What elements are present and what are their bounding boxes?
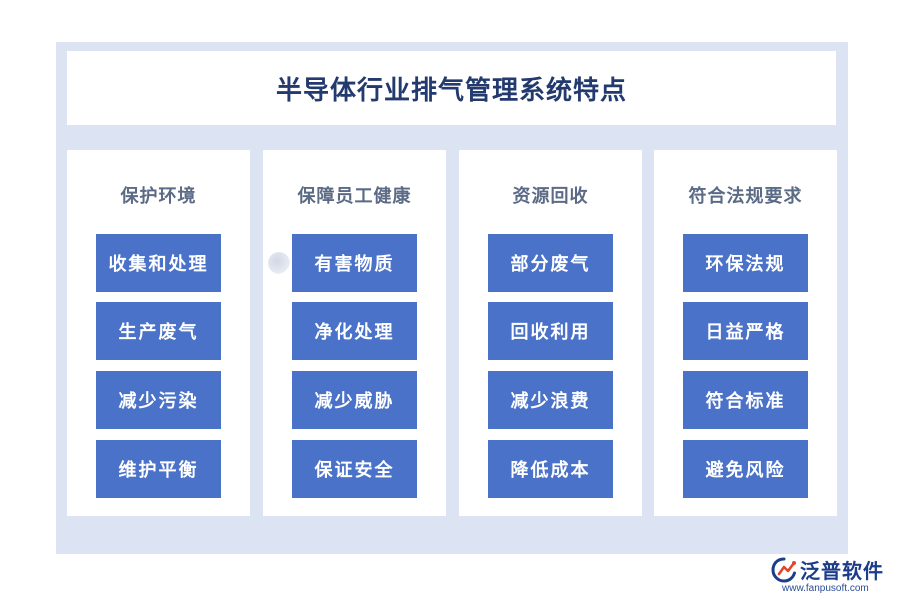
item-box: 收集和处理 [96,234,221,292]
column-header: 保障员工健康 [297,186,412,207]
item-box: 避免风险 [683,440,808,498]
column-resource-recycling: 资源回收 部分废气 回收利用 减少浪费 降低成本 [459,150,642,516]
watermark-icon [268,252,290,274]
brand-url: www.fanpusoft.com [782,583,869,594]
column-header: 保护环境 [120,186,197,207]
title-box: 半导体行业排气管理系统特点 [67,51,836,125]
item-box: 生产废气 [96,302,221,360]
item-box: 减少威胁 [292,371,417,429]
item-box: 部分废气 [488,234,613,292]
item-box: 回收利用 [488,302,613,360]
item-box: 日益严格 [683,302,808,360]
item-box: 净化处理 [292,302,417,360]
column-protect-environment: 保护环境 收集和处理 生产废气 减少污染 维护平衡 [67,150,250,516]
item-box: 保证安全 [292,440,417,498]
column-header: 符合法规要求 [688,186,803,207]
column-regulation-compliance: 符合法规要求 环保法规 日益严格 符合标准 避免风险 [654,150,837,516]
brand-logo-icon [771,557,796,583]
item-box: 降低成本 [488,440,613,498]
item-box: 减少浪费 [488,371,613,429]
item-box: 环保法规 [683,234,808,292]
item-box: 维护平衡 [96,440,221,498]
column-header: 资源回收 [512,186,589,207]
item-box: 符合标准 [683,371,808,429]
item-box: 减少污染 [96,371,221,429]
brand-logo-block: 泛普软件 www.fanpusoft.com [768,554,896,598]
item-box: 有害物质 [292,234,417,292]
column-employee-health: 保障员工健康 有害物质 净化处理 减少威胁 保证安全 [263,150,446,516]
brand-name: 泛普软件 [800,559,884,583]
diagram-title: 半导体行业排气管理系统特点 [275,75,627,106]
